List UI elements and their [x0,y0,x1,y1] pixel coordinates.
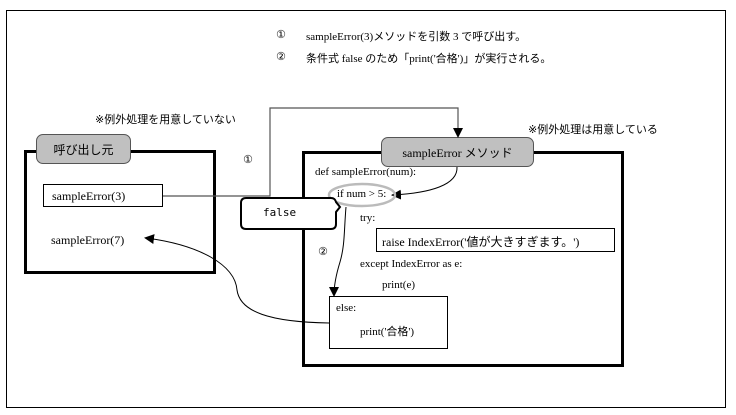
call-line [163,107,463,197]
call-sampleerror-7: sampleError(7) [51,233,125,247]
method-note: ※例外処理は用意している [528,123,658,136]
caller-box [24,150,216,274]
caller-title-label: 呼び出し元 [53,142,114,157]
step-1-marker: ① [276,28,286,41]
step-1-text: sampleError(3)メソッドを引数 3 で呼び出す。 [306,31,527,43]
step-2-flow-marker: ② [318,245,328,258]
step-1-flow-marker: ① [243,153,253,166]
method-title-label: sampleError メソッド [402,145,513,160]
call-sampleerror-3[interactable]: sampleError(3) [43,184,163,207]
code-print-ok: print('合格') [360,326,415,338]
code-try: try: [360,212,376,224]
code-raise: raise IndexError('値が大きすぎます。') [376,228,615,252]
if-to-else-arrow [329,206,347,297]
return-arrow [144,234,330,324]
header-to-if-arrow [391,166,458,200]
step-2-marker: ② [276,50,286,63]
diagram-frame [6,10,726,408]
code-print-e: print(e) [382,279,415,291]
false-callout [240,197,342,230]
code-else: else: [336,302,357,314]
caller-note: ※例外処理を用意していない [95,113,236,126]
step-2-text: 条件式 false のため「print('合格')」が実行される。 [306,53,552,65]
false-callout-label: false [263,206,297,219]
if-highlight [327,182,397,208]
code-if: if num > 5: [337,188,387,200]
code-except: except IndexError as e: [360,258,463,270]
code-def: def sampleError(num): [315,166,417,178]
method-title: sampleError メソッド [381,137,534,167]
else-block [329,296,448,349]
caller-title: 呼び出し元 [36,134,131,164]
